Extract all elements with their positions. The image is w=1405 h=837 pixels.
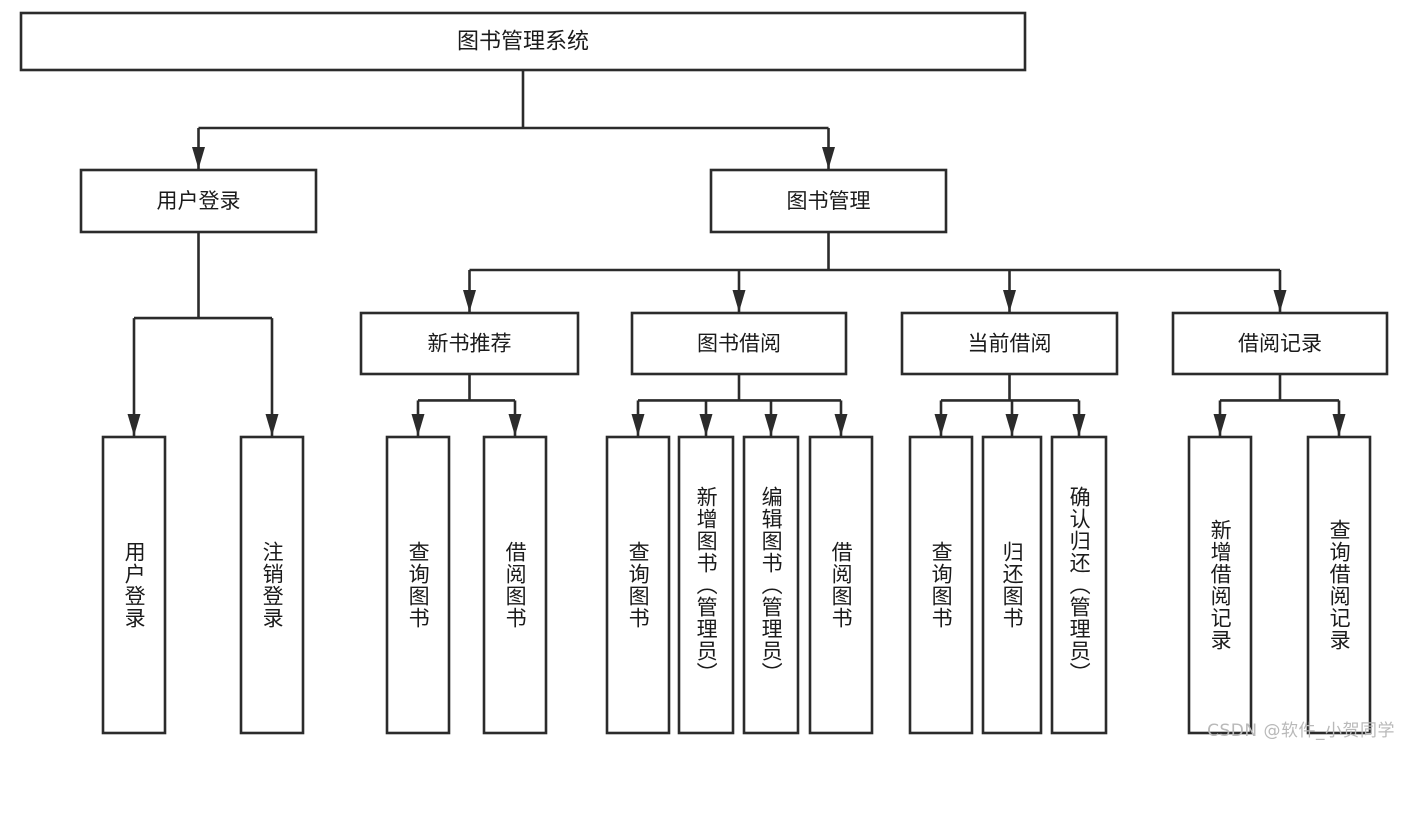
- node-box-book-borrow[interactable]: [630, 311, 848, 376]
- node-box-current-borrow[interactable]: [900, 311, 1119, 376]
- arrowhead: [934, 414, 948, 436]
- arrowhead: [192, 147, 205, 169]
- arrowhead: [508, 414, 522, 436]
- arrowhead: [127, 414, 141, 436]
- node-label-root: 图书管理系统: [457, 30, 589, 55]
- arrowhead: [1332, 414, 1346, 436]
- node-box-leaf-user-login[interactable]: [101, 435, 167, 735]
- node-label-new-book-recommend: 新书推荐: [428, 332, 512, 356]
- node-box-layer: [19, 11, 1389, 735]
- node-label-current-borrow: 当前借阅: [968, 332, 1052, 356]
- node-box-leaf-confirm-return[interactable]: [1050, 435, 1108, 735]
- node-box-leaf-return-book[interactable]: [981, 435, 1043, 735]
- node-box-leaf-add-borrow-record[interactable]: [1187, 435, 1253, 735]
- node-box-new-book-recommend[interactable]: [359, 311, 580, 376]
- node-box-leaf-borrow-book-recommend[interactable]: [482, 435, 548, 735]
- arrowhead: [463, 290, 476, 312]
- node-box-leaf-query-book-recommend[interactable]: [385, 435, 451, 735]
- arrowhead: [1273, 290, 1287, 312]
- arrowhead: [1005, 414, 1019, 436]
- node-box-book-management[interactable]: [709, 168, 948, 234]
- arrowhead: [764, 414, 778, 436]
- arrowhead: [822, 147, 835, 169]
- node-box-leaf-edit-book[interactable]: [742, 435, 800, 735]
- arrowhead: [732, 290, 746, 312]
- node-box-user-login[interactable]: [79, 168, 318, 234]
- node-box-leaf-query-book-current[interactable]: [908, 435, 974, 735]
- diagram-canvas: 图书管理系统用户登录图书管理新书推荐图书借阅当前借阅借阅记录 用户登录注销登录查…: [19, 11, 1395, 741]
- node-box-leaf-borrow-book[interactable]: [808, 435, 874, 735]
- node-box-leaf-logout[interactable]: [239, 435, 305, 735]
- arrowhead: [1003, 290, 1016, 312]
- node-label-borrow-record: 借阅记录: [1238, 332, 1322, 356]
- node-box-borrow-record[interactable]: [1171, 311, 1389, 376]
- node-label-user-login: 用户登录: [157, 189, 241, 213]
- node-label-book-management: 图书管理: [787, 189, 871, 213]
- node-box-leaf-query-borrow-record[interactable]: [1306, 435, 1372, 735]
- arrowhead: [834, 414, 848, 436]
- node-box-leaf-query-book-borrow[interactable]: [605, 435, 671, 735]
- arrowhead: [699, 414, 713, 436]
- arrowhead: [1072, 414, 1086, 436]
- node-label-book-borrow: 图书借阅: [697, 332, 781, 356]
- node-box-root[interactable]: [19, 11, 1027, 72]
- arrowhead: [631, 414, 645, 436]
- arrowhead: [1213, 414, 1227, 436]
- arrowhead: [265, 414, 279, 436]
- connector-layer: [127, 70, 1346, 436]
- arrowhead: [411, 414, 425, 436]
- node-box-leaf-add-book[interactable]: [677, 435, 735, 735]
